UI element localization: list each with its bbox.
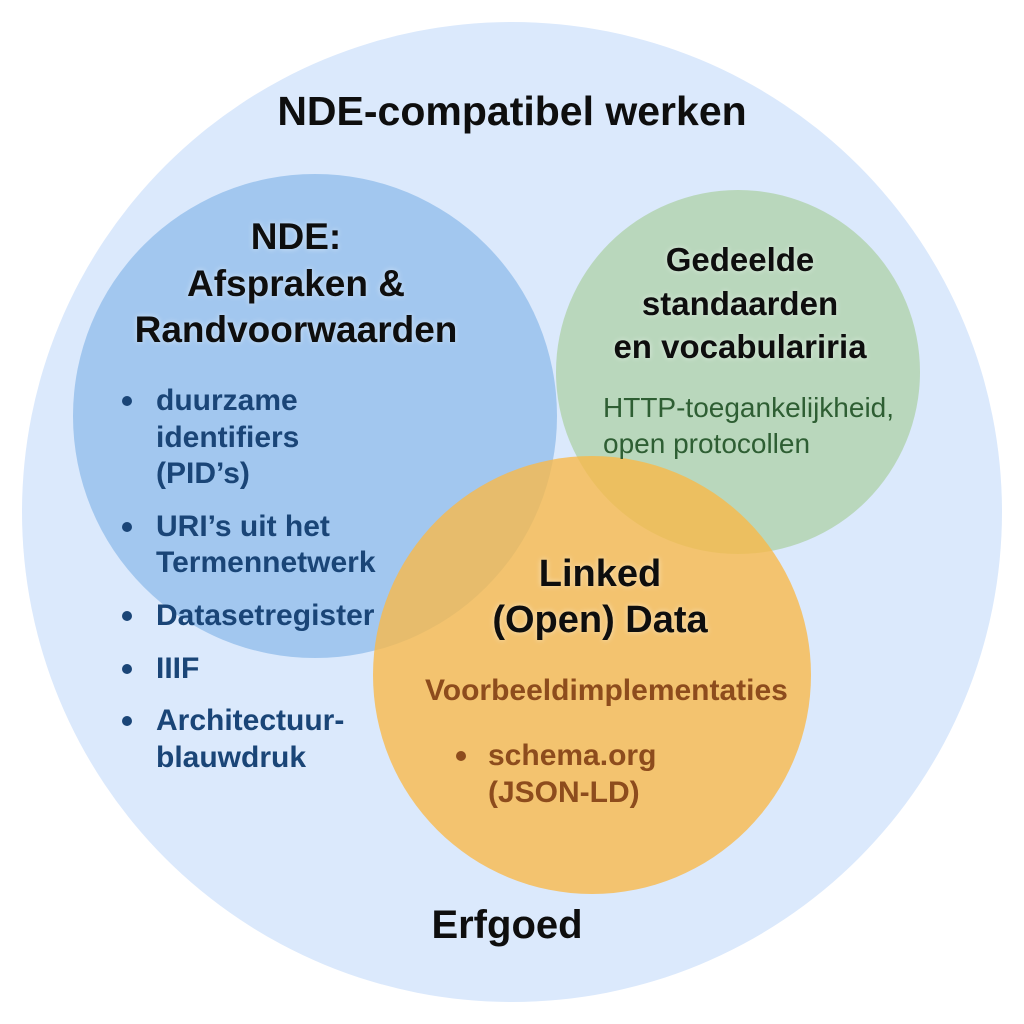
list-item: URI’s uit het Termennetwerk [122,509,422,582]
linked-open-data-list: schema.org (JSON-LD) [456,738,716,811]
list-item-label: URI’s uit het Termennetwerk [156,509,376,580]
bullet-dot-icon [122,396,132,406]
list-item: Architectuur- blauwdruk [122,703,422,776]
list-item-label: duurzame identifiers (PID’s) [156,384,300,491]
list-item: IIIF [122,651,422,688]
bullet-dot-icon [122,716,132,727]
bullet-dot-icon [456,751,466,761]
linked-open-data-heading: Linked (Open) Data [492,553,708,641]
list-item-label: schema.org (JSON-LD) [488,739,657,809]
list-item-label: Architectuur- blauwdruk [156,704,345,774]
linked-open-data-circle [373,456,811,894]
linked-open-data-subheading: Voorbeeldimplementaties [425,674,788,707]
list-item: schema.org (JSON-LD) [456,738,716,811]
list-item: duurzame identifiers (PID’s) [122,383,422,493]
list-item-label: Datasetregister [156,598,375,632]
shared-standards-subtext: HTTP-toegankelijkheid, open protocollen [603,392,895,459]
nde-agreements-list: duurzame identifiers (PID’s) URI’s uit h… [122,383,422,776]
bullet-dot-icon [122,521,132,532]
nde-agreements-heading: NDE: Afspraken & Randvoorwaarden [134,216,458,351]
shared-standards-heading: Gedeelde standaarden en vocabulariria [613,241,867,366]
outer-circle-label: Erfgoed [431,903,583,947]
bullet-dot-icon [122,663,132,674]
list-item-label: IIIF [156,651,200,685]
diagram-title: NDE-compatibel werken [277,88,747,134]
bullet-dot-icon [122,610,132,621]
list-item: Datasetregister [122,598,422,635]
